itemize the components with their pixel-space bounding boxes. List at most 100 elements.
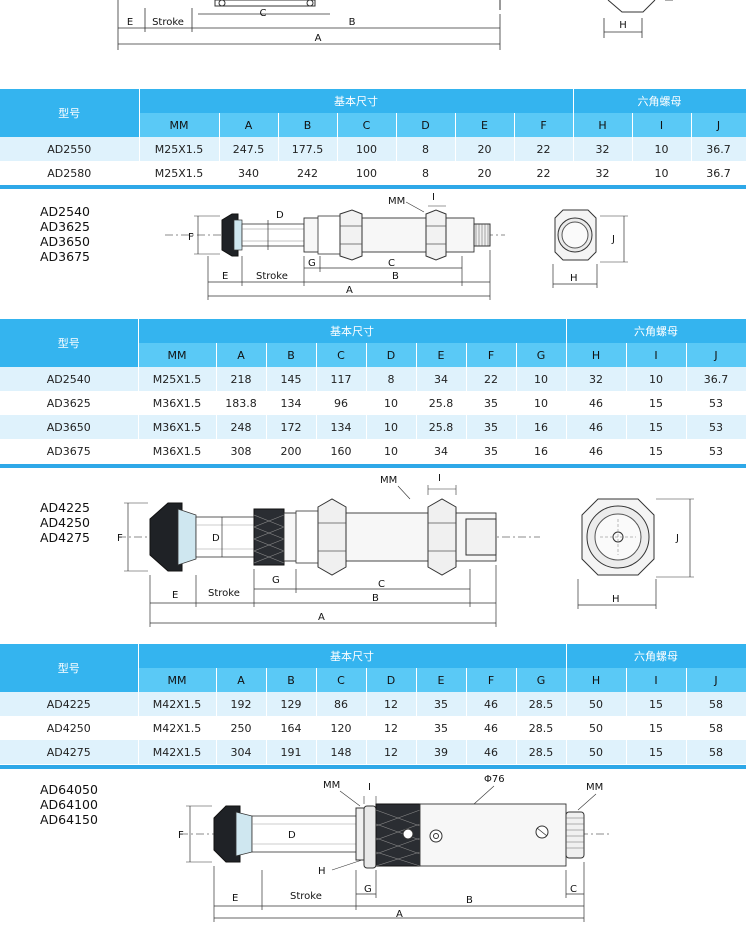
cell: 10 bbox=[516, 391, 567, 415]
dim-stroke-label: Stroke bbox=[152, 17, 184, 28]
cell: AD2580 bbox=[0, 161, 140, 185]
cell: 25.8 bbox=[416, 391, 467, 415]
col-d: D bbox=[396, 113, 456, 137]
cell: 340 bbox=[219, 161, 279, 185]
cell: M25X1.5 bbox=[138, 367, 217, 391]
col-f: F bbox=[466, 343, 517, 367]
model-name: AD2540 bbox=[40, 204, 90, 219]
dim-g-label: G bbox=[272, 575, 280, 586]
cell: 34 bbox=[416, 367, 467, 391]
col-mm: MM bbox=[139, 113, 220, 137]
dim-i-label: I bbox=[368, 782, 371, 793]
col-a: A bbox=[216, 668, 267, 692]
cell: 8 bbox=[366, 367, 417, 391]
cell: 8 bbox=[396, 137, 456, 161]
hex-header: 六角螺母 bbox=[573, 89, 746, 113]
dim-a-label: A bbox=[318, 612, 325, 623]
dims-header: 基本尺寸 bbox=[138, 319, 567, 343]
divider-bar bbox=[0, 185, 746, 189]
col-e: E bbox=[416, 668, 467, 692]
dim-stroke-label: Stroke bbox=[208, 588, 240, 599]
dim-e-label: E bbox=[172, 590, 178, 601]
cell: 120 bbox=[316, 716, 367, 740]
col-b: B bbox=[266, 668, 317, 692]
cell: 46 bbox=[566, 439, 627, 463]
model-header: 型号 bbox=[0, 319, 139, 367]
dim-i-label: I bbox=[432, 192, 435, 203]
table-row: AD2550 M25X1.5 247.5 177.5 100 8 20 22 3… bbox=[0, 137, 746, 161]
cell: M36X1.5 bbox=[138, 439, 217, 463]
dim-f-label: F bbox=[188, 232, 194, 243]
spec-table-2: 型号 基本尺寸 六角螺母 MM A B C D E F G H I J AD25… bbox=[0, 319, 746, 463]
drawing-section-3: AD4225 AD4250 AD4275 D F M bbox=[0, 469, 746, 641]
cell: 247.5 bbox=[219, 137, 279, 161]
cell: 172 bbox=[266, 415, 317, 439]
cell: 86 bbox=[316, 692, 367, 716]
cell: 35 bbox=[466, 391, 517, 415]
cell: 12 bbox=[366, 692, 417, 716]
cell: M42X1.5 bbox=[138, 692, 217, 716]
cell: 53 bbox=[686, 391, 746, 415]
cell: 15 bbox=[626, 692, 687, 716]
cell: M25X1.5 bbox=[139, 161, 220, 185]
dim-g-label: G bbox=[364, 884, 372, 895]
dim-d-label: D bbox=[288, 830, 296, 841]
dim-mm-label-right: MM bbox=[586, 782, 603, 793]
cell: 46 bbox=[466, 740, 517, 764]
cell: 46 bbox=[566, 415, 627, 439]
dim-b-label: B bbox=[349, 17, 356, 28]
col-d: D bbox=[366, 668, 417, 692]
cell: 50 bbox=[566, 716, 627, 740]
drawing-section-2: AD2540 AD3625 AD3650 AD3675 D bbox=[0, 190, 746, 318]
cell: 183.8 bbox=[216, 391, 267, 415]
divider-bar bbox=[0, 464, 746, 468]
cell: 32 bbox=[573, 161, 633, 185]
cell: 10 bbox=[516, 367, 567, 391]
cell: 36.7 bbox=[691, 161, 746, 185]
col-h: H bbox=[566, 343, 627, 367]
cell: 12 bbox=[366, 716, 417, 740]
table-row: AD2580 M25X1.5 340 242 100 8 20 22 32 10… bbox=[0, 161, 746, 185]
col-f: F bbox=[466, 668, 517, 692]
cell: 8 bbox=[396, 161, 456, 185]
cell: 36.7 bbox=[686, 367, 746, 391]
cell: 250 bbox=[216, 716, 267, 740]
col-i: I bbox=[626, 668, 687, 692]
col-c: C bbox=[316, 343, 367, 367]
model-name: AD64150 bbox=[40, 812, 98, 827]
dim-h-label: H bbox=[318, 866, 326, 877]
dim-d-label: D bbox=[276, 210, 284, 221]
cell: 15 bbox=[626, 415, 687, 439]
cell: 16 bbox=[516, 415, 567, 439]
hex-header: 六角螺母 bbox=[566, 644, 746, 668]
cell: AD4225 bbox=[0, 692, 139, 716]
cell: 100 bbox=[337, 161, 397, 185]
dim-a-label: A bbox=[396, 909, 403, 920]
cell: AD3675 bbox=[0, 439, 139, 463]
cell: M36X1.5 bbox=[138, 415, 217, 439]
dim-c-label: C bbox=[388, 258, 395, 269]
cell: 96 bbox=[316, 391, 367, 415]
dim-b-label: B bbox=[372, 593, 379, 604]
cell: 39 bbox=[416, 740, 467, 764]
cell: 134 bbox=[316, 415, 367, 439]
hex-h-label: H bbox=[619, 20, 627, 31]
dim-phi76-label: Φ76 bbox=[484, 774, 505, 785]
dim-e-label: E bbox=[222, 271, 228, 282]
cell: 35 bbox=[466, 415, 517, 439]
col-i: I bbox=[632, 113, 692, 137]
cell: 53 bbox=[686, 415, 746, 439]
col-a: A bbox=[219, 113, 279, 137]
cell: 25.8 bbox=[416, 415, 467, 439]
cell: 28.5 bbox=[516, 716, 567, 740]
col-c: C bbox=[316, 668, 367, 692]
dims-header: 基本尺寸 bbox=[138, 644, 567, 668]
col-j: J bbox=[691, 113, 746, 137]
dim-g-label: G bbox=[308, 258, 316, 269]
cell: 10 bbox=[366, 439, 417, 463]
col-mm: MM bbox=[138, 343, 217, 367]
col-c: C bbox=[337, 113, 397, 137]
col-i: I bbox=[626, 343, 687, 367]
